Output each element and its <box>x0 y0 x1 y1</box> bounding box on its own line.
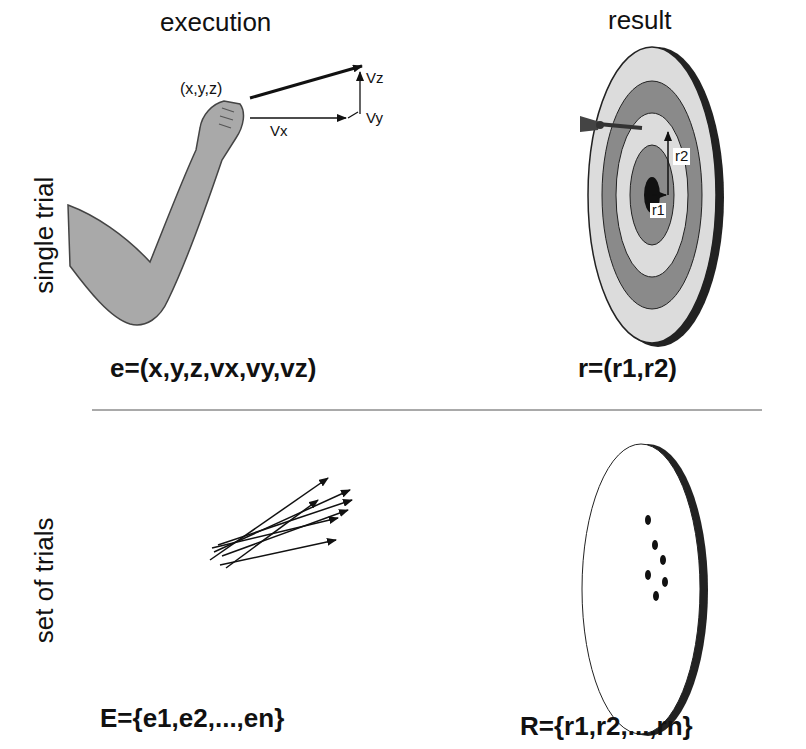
label-text: Vz <box>366 70 384 87</box>
label-text: result <box>608 6 672 35</box>
label-text: R={r1,r2,...,rn} <box>520 712 693 741</box>
label-text: single trial <box>30 176 59 293</box>
label-text: execution <box>160 8 271 37</box>
label-text: set of trials <box>30 517 59 643</box>
label-text: e=(x,y,z,vx,vy,vz) <box>110 354 316 383</box>
label-text: r=(r1,r2) <box>578 354 677 383</box>
arm-drawing <box>68 101 243 325</box>
label-text: E={e1,e2,...,en} <box>100 704 284 733</box>
label-text: (x,y,z) <box>178 80 224 98</box>
label-text: Vy <box>366 110 383 127</box>
label-text: r1 <box>650 203 666 218</box>
label-text: r2 <box>673 148 690 165</box>
label-text: Vx <box>270 123 288 140</box>
